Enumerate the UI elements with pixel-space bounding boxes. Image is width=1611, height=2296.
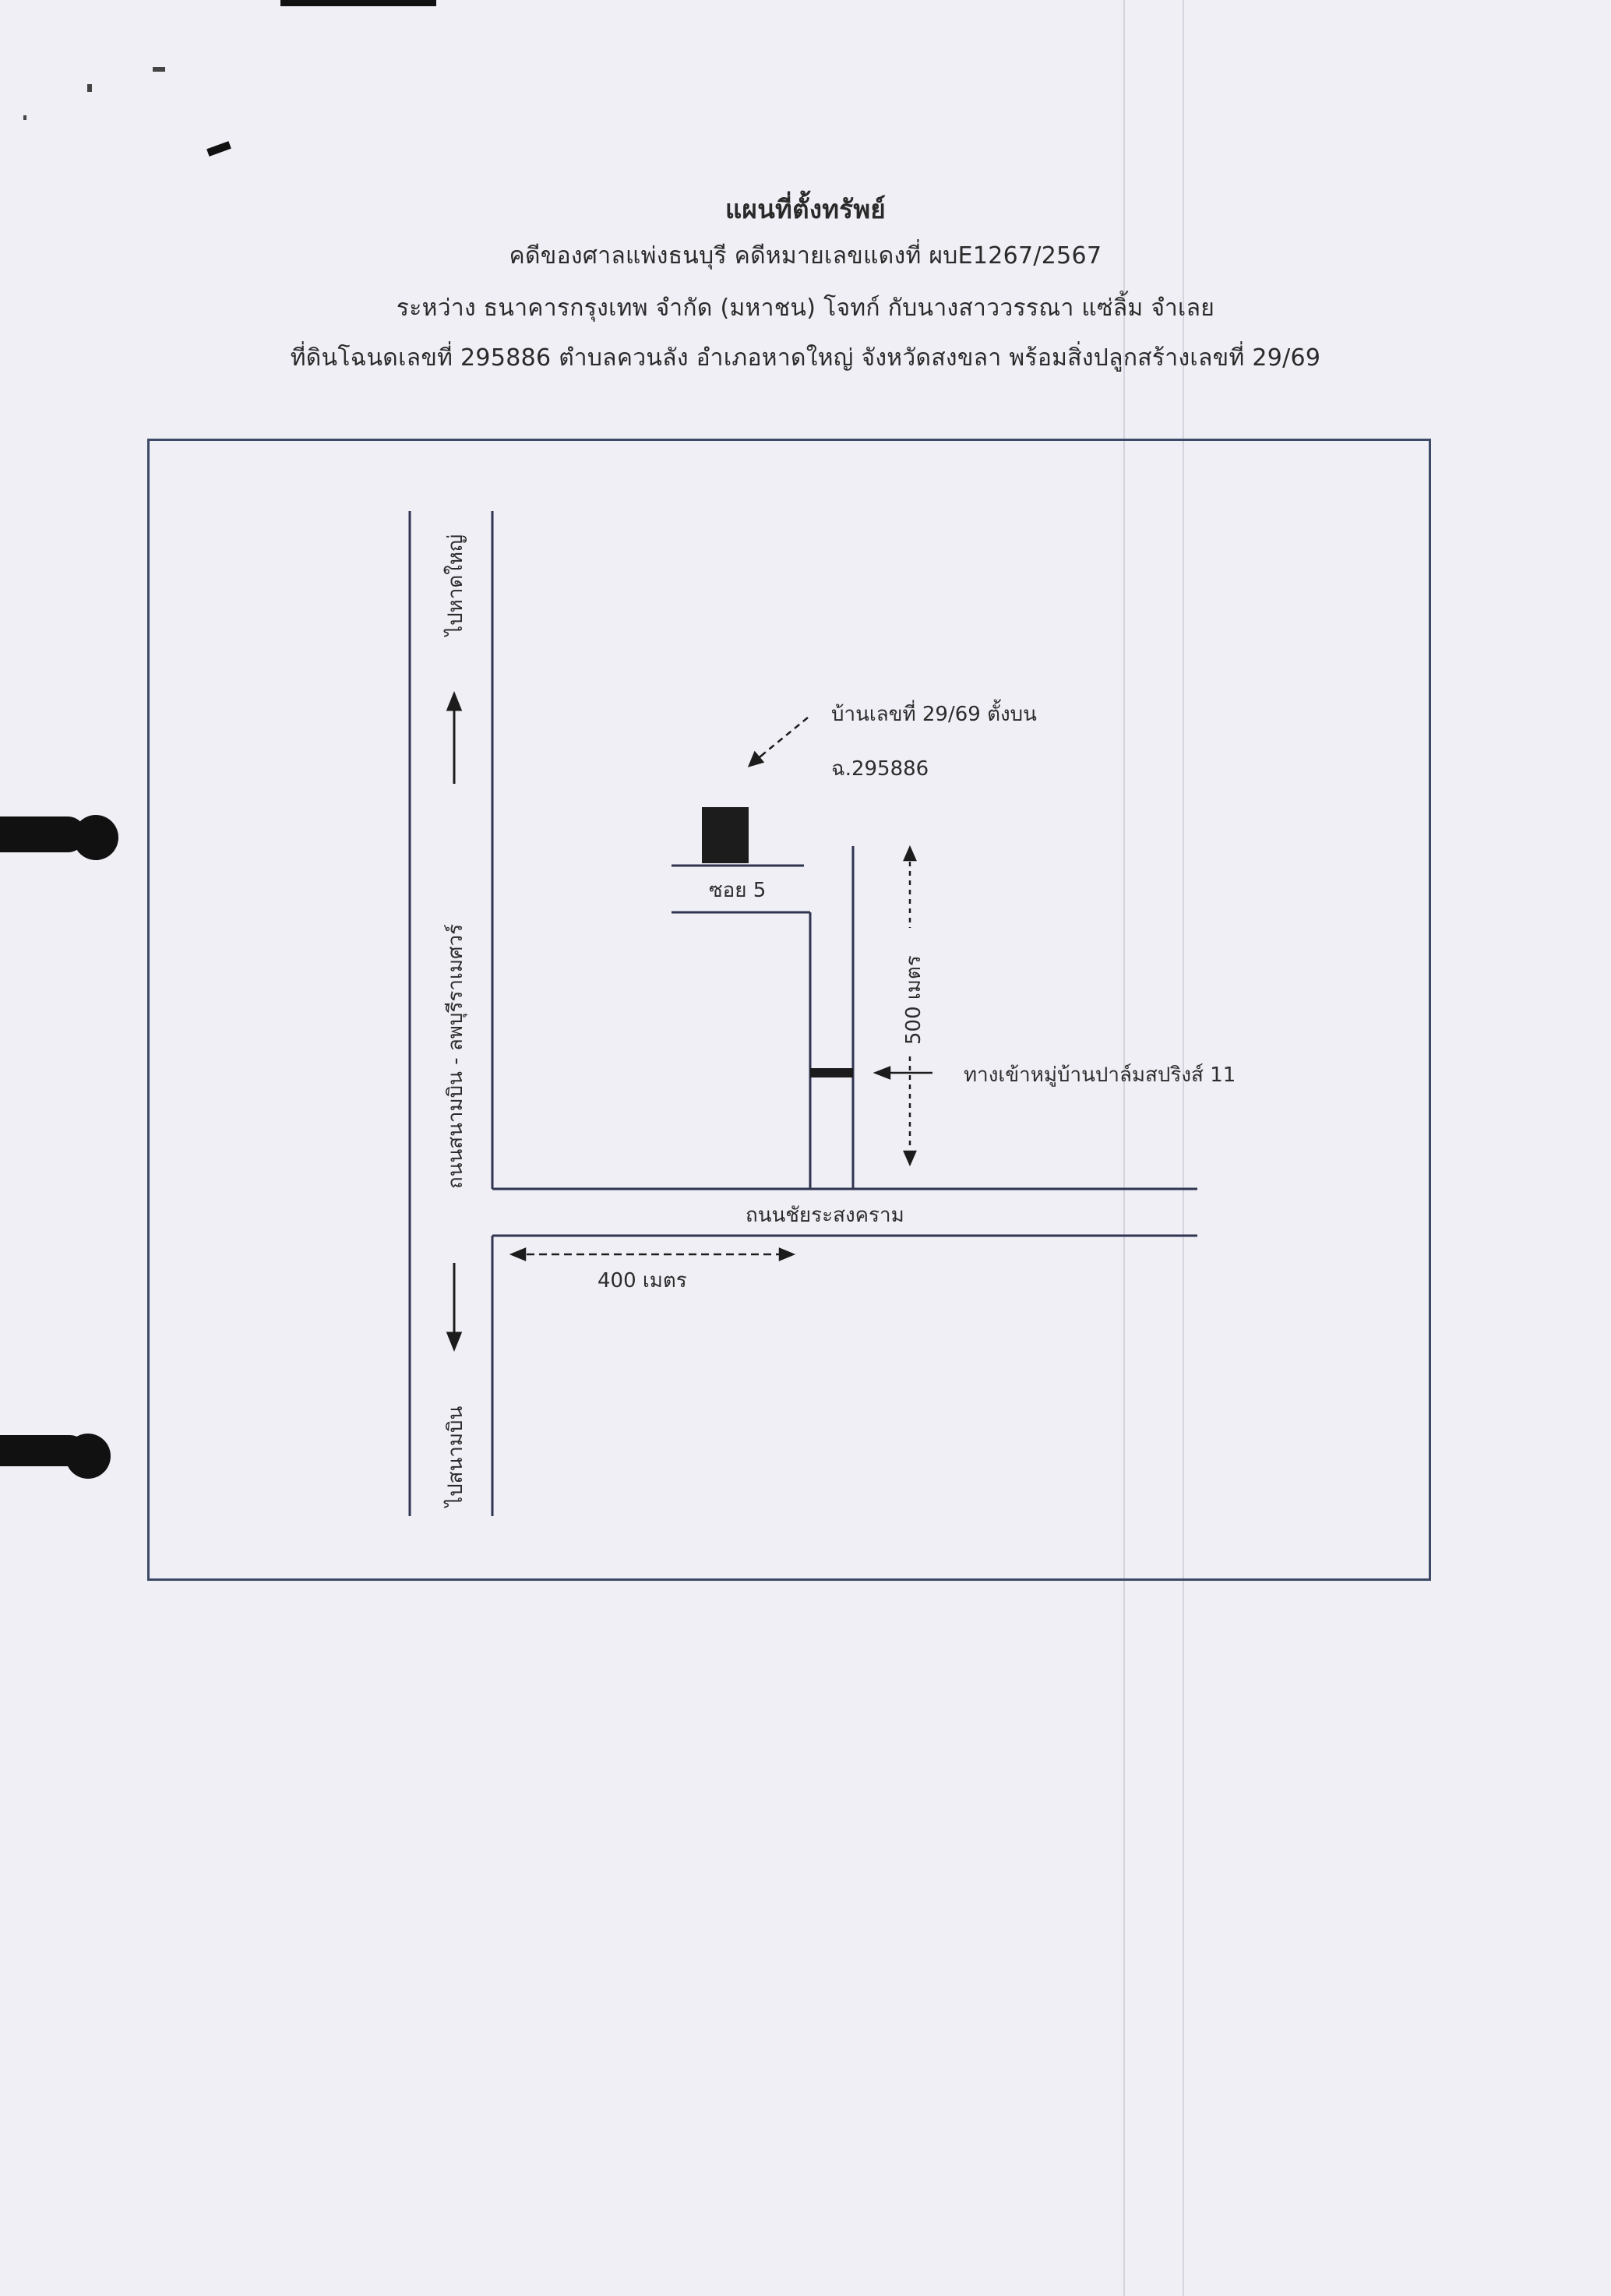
- label-village-entrance: ทางเข้าหมู่บ้านปาล์มสปริงส์ 11: [964, 1063, 1236, 1087]
- pointer-arrow-icon: [747, 717, 809, 767]
- arrow-down-icon: [446, 1263, 463, 1353]
- ink-speck: [23, 115, 26, 120]
- label-distance-500m: 500 เมตร: [902, 955, 925, 1045]
- arrow-left-icon: [872, 1066, 932, 1080]
- scan-line: [1183, 0, 1184, 2296]
- map-drawing: [408, 511, 1197, 1516]
- punch-hole: [65, 1434, 111, 1479]
- dimension-500m: [903, 845, 917, 1167]
- label-distance-400m: 400 เมตร: [598, 1269, 687, 1293]
- label-main-road: ถนนสนามบิน - ลพบุรีราเมศวร์: [444, 923, 467, 1189]
- dimension-400m: [509, 1247, 796, 1261]
- scan-line: [1123, 0, 1125, 2296]
- case-number-line: คดีของศาลแพ่งธนบุรี คดีหมายเลขแดงที่ ผบE…: [509, 242, 1102, 270]
- punch-hole-smear: [0, 816, 86, 852]
- land-deed-line: ที่ดินโฉนดเลขที่ 295886 ตำบลควนลัง อำเภอ…: [290, 344, 1321, 372]
- label-cross-road: ถนนชัยระสงคราม: [746, 1204, 904, 1227]
- label-to-hatyai: ไปหาดใหญ่: [444, 534, 467, 636]
- ink-speck: [87, 84, 92, 92]
- label-deed-number: ฉ.295886: [831, 757, 929, 781]
- ink-speck: [206, 141, 231, 157]
- arrow-up-icon: [446, 690, 463, 784]
- ink-speck: [153, 67, 165, 72]
- parties-line: ระหว่าง ธนาคารกรุงเทพ จำกัด (มหาชน) โจทก…: [396, 294, 1215, 322]
- punch-hole: [73, 815, 118, 860]
- house-marker: [702, 807, 749, 863]
- village-gate-marker: [810, 1068, 853, 1077]
- label-house-number: บ้านเลขที่ 29/69 ตั้งบน: [831, 703, 1037, 726]
- label-soi-5: ซอย 5: [709, 879, 767, 902]
- label-to-airport: ไปสนามบิน: [444, 1405, 467, 1507]
- top-edge-mark: [280, 0, 436, 6]
- document-title: แผนที่ตั้งทรัพย์: [724, 194, 887, 224]
- map-frame: ไปหาดใหญ่ ถนนสนามบิน - ลพบุรีราเมศวร์ ไป…: [147, 439, 1431, 1581]
